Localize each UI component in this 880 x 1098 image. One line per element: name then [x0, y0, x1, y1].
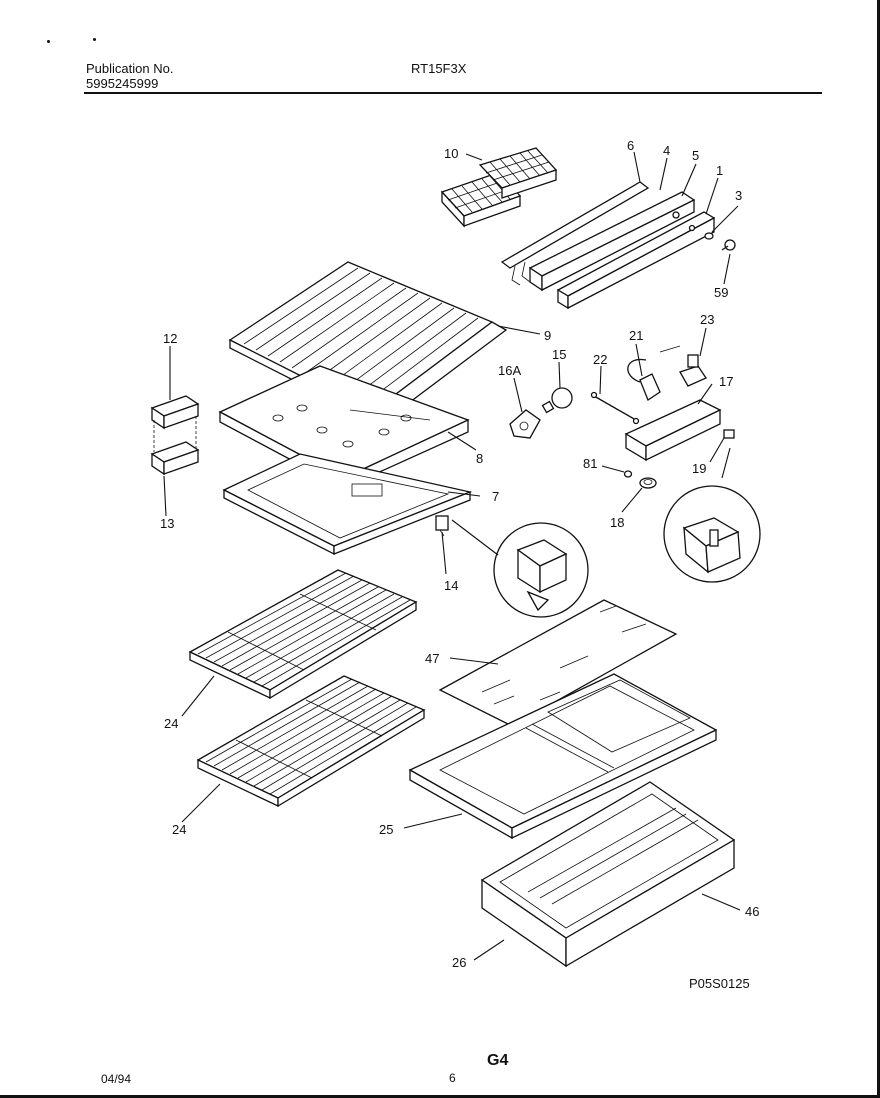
diagram-code: P05S0125 — [689, 976, 750, 991]
detail-circle-switch — [663, 447, 761, 583]
thermostat-part-23 — [679, 354, 707, 387]
page-edge-right — [877, 0, 880, 1098]
footer-page-number: 6 — [449, 1071, 456, 1085]
crisper-drawer-part-26 — [480, 781, 736, 968]
scan-speck — [93, 38, 96, 41]
callout-46: 46 — [745, 904, 759, 919]
page-edge-bottom — [0, 1095, 880, 1098]
callout-14: 14 — [444, 578, 458, 593]
rail-assembly — [500, 181, 736, 310]
callout-3: 3 — [735, 188, 742, 203]
glass-shelf-part-47 — [438, 599, 678, 727]
screw-part-81 — [623, 470, 633, 478]
switch-part-21 — [627, 345, 681, 401]
knob-part-18 — [639, 477, 657, 489]
footer-date: 04/94 — [101, 1072, 132, 1086]
callout-16a: 16A — [498, 363, 521, 378]
switch-part-19 — [723, 429, 735, 439]
callout-7: 7 — [492, 489, 499, 504]
callout-10: 10 — [444, 146, 458, 161]
panel-part-7 — [222, 453, 473, 556]
callout-81: 81 — [583, 456, 597, 471]
callout-6: 6 — [627, 138, 634, 153]
wire-shelf-part-24-upper — [188, 569, 418, 700]
callout-5: 5 — [692, 148, 699, 163]
callout-19: 19 — [692, 461, 706, 476]
model-number: RT15F3X — [411, 61, 467, 76]
callout-18: 18 — [610, 515, 624, 530]
callout-12: 12 — [163, 331, 177, 346]
part-14 — [435, 515, 449, 537]
housing-part-17 — [624, 399, 722, 462]
callout-23: 23 — [700, 312, 714, 327]
rod-part-22 — [590, 391, 640, 425]
callout-47: 47 — [425, 651, 439, 666]
scan-speck — [47, 40, 50, 43]
callout-4: 4 — [663, 143, 670, 158]
callout-9: 9 — [544, 328, 551, 343]
header-rule — [84, 92, 822, 94]
bin-part-12 — [150, 395, 200, 430]
light-socket-part-16a — [509, 409, 541, 439]
crisper-cover-part-25 — [408, 673, 718, 840]
callout-24-upper: 24 — [164, 716, 178, 731]
leader-lines — [163, 151, 741, 961]
callout-59: 59 — [714, 285, 728, 300]
callout-22: 22 — [593, 352, 607, 367]
wire-shelf-part-24-lower — [196, 675, 426, 808]
publication-number: 5995245999 — [86, 76, 159, 91]
publication-label: Publication No. — [86, 61, 174, 76]
callout-24-lower: 24 — [172, 822, 186, 837]
page-id: G4 — [487, 1052, 509, 1069]
callout-17: 17 — [719, 374, 733, 389]
callout-8: 8 — [476, 451, 483, 466]
callout-21: 21 — [629, 328, 643, 343]
callout-1: 1 — [716, 163, 723, 178]
callout-15: 15 — [552, 347, 566, 362]
detail-circle-part-14 — [451, 519, 589, 618]
ice-tray-part-10 — [440, 147, 558, 228]
callout-25: 25 — [379, 822, 393, 837]
callout-13: 13 — [160, 516, 174, 531]
callout-labels: 10 6 4 5 1 3 59 12 13 9 21 23 16A 15 22 … — [160, 138, 759, 970]
light-bulb-part-15 — [541, 387, 573, 414]
bin-part-13 — [150, 416, 200, 476]
callout-26: 26 — [452, 955, 466, 970]
